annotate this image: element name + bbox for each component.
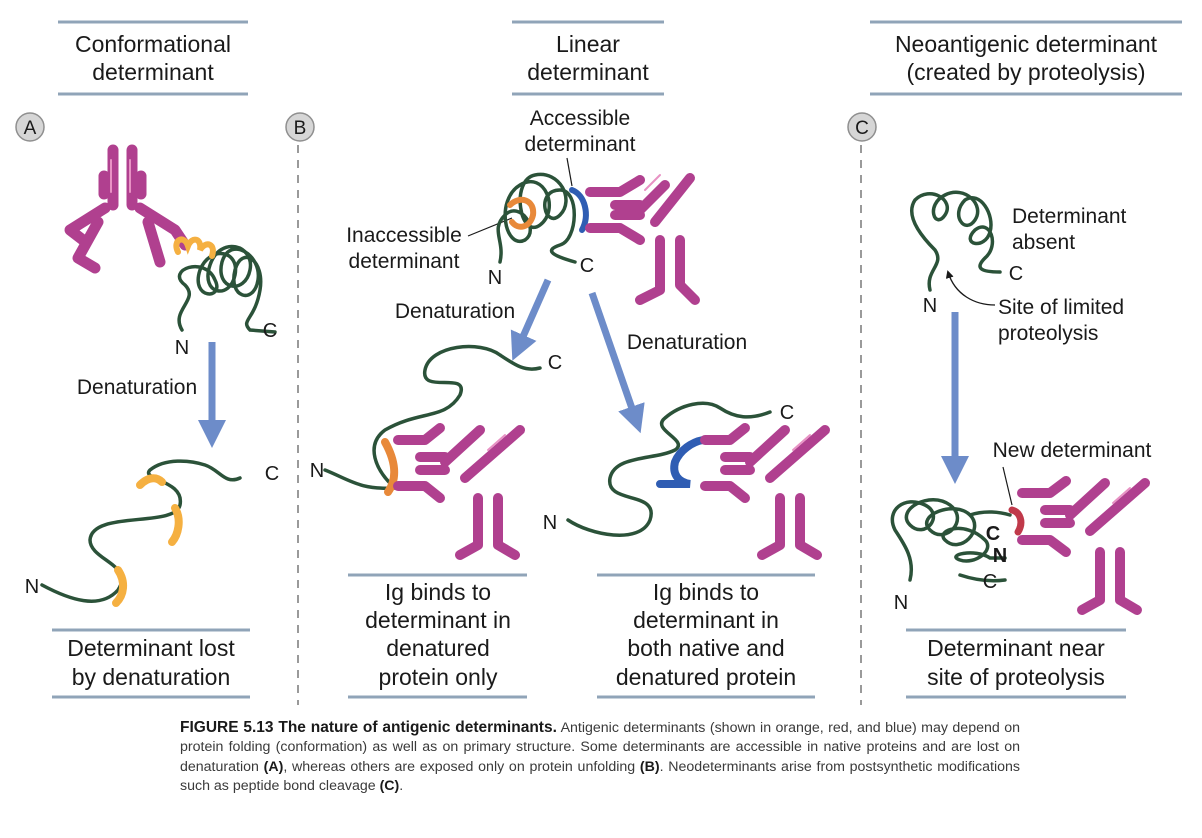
native-protein-c [910, 190, 1002, 292]
antibody [64, 144, 191, 274]
panel-c-badge-letter: C [855, 118, 869, 139]
panel-a-result-line2: by denaturation [72, 664, 231, 690]
panel-b-title-line1: Linear [556, 31, 620, 57]
right-arrow-label: Denaturation [627, 331, 747, 354]
lower-c-terminus: C [983, 571, 997, 593]
figure-caption: FIGURE 5.13 The nature of antigenic dete… [180, 718, 1020, 797]
native-n-terminus: N [488, 267, 502, 289]
panel-b-badge-letter: B [294, 118, 307, 139]
antibody-native [585, 173, 700, 305]
denatured-n-terminus: N [25, 576, 39, 598]
site-label-line1: Site of limited [998, 296, 1124, 319]
right-n-terminus: N [543, 512, 557, 534]
caption-text-2: , whereas others are exposed only on pro… [283, 758, 640, 775]
panel-a-title-box: Conformational determinant [58, 20, 248, 96]
left-result-line2: determinant in [365, 607, 511, 633]
right-result-line3: both native and [627, 635, 784, 661]
right-result-line4: denatured protein [616, 664, 796, 690]
right-denatured-chain [566, 401, 772, 537]
panel-a: Conformational determinant A N C [15, 20, 279, 699]
panel-a-title-line1: Conformational [75, 31, 231, 57]
cleaved-protein [890, 498, 1025, 583]
cut-n-terminus: N [993, 545, 1007, 567]
lower-n-terminus: N [894, 592, 908, 614]
panel-c-result-line1: Determinant near [927, 635, 1105, 661]
left-result-line1: Ig binds to [385, 579, 491, 605]
panel-b-title-box: Linear determinant [512, 20, 664, 96]
panel-c-result-line2: site of proteolysis [927, 664, 1105, 690]
site-label-line2: proteolysis [998, 322, 1098, 345]
caption-lead: FIGURE 5.13 The nature of antigenic dete… [180, 719, 557, 736]
absent-label-line1: Determinant [1012, 205, 1127, 228]
panel-a-badge-letter: A [24, 118, 37, 139]
panel-c-title-box: Neoantigenic determinant (created by pro… [870, 20, 1182, 96]
inaccessible-label-line1: Inaccessible [346, 224, 462, 247]
accessible-label-line2: determinant [525, 133, 636, 156]
antibody-neo [1017, 476, 1150, 615]
panel-b-title-line2: determinant [527, 59, 649, 85]
denaturation-label: Denaturation [77, 376, 197, 399]
antibody-left [393, 423, 525, 560]
panel-b-badge: B [285, 112, 315, 142]
absent-label-line2: absent [1012, 231, 1075, 254]
native-n-terminus: N [175, 337, 189, 359]
caption-text-4: . [399, 778, 404, 795]
left-c-terminus: C [548, 352, 562, 374]
left-result-line4: protein only [379, 664, 498, 690]
panel-a-result-line1: Determinant lost [67, 635, 235, 661]
panel-b: Linear determinant B Accessible determin… [285, 20, 830, 699]
native-n-terminus: N [923, 295, 937, 317]
left-n-terminus: N [310, 460, 324, 482]
caption-ref-c: (C) [379, 778, 400, 795]
panel-c-title-line1: Neoantigenic determinant [895, 31, 1158, 57]
caption-ref-a: (A) [263, 758, 284, 775]
panel-a-result-box: Determinant lost by denaturation [52, 628, 250, 699]
new-determinant-pointer [1002, 466, 1013, 506]
panel-c: Neoantigenic determinant (created by pro… [847, 20, 1182, 699]
caption-ref-b: (B) [639, 758, 660, 775]
panel-a-badge: A [15, 112, 45, 142]
panel-c-result-box: Determinant near site of proteolysis [906, 628, 1126, 699]
left-arrow-label: Denaturation [395, 300, 515, 323]
panel-c-title-line2: (created by proteolysis) [906, 59, 1145, 85]
denaturation-arrow-left [510, 278, 552, 361]
accessible-pointer [566, 157, 573, 187]
caption-text-3: . Neodeterminants arise from postsynthet… [180, 758, 1020, 795]
accessible-label-line1: Accessible [530, 107, 630, 130]
native-c-terminus: C [580, 255, 594, 277]
native-c-terminus: C [263, 320, 277, 342]
panel-c-badge: C [847, 112, 877, 142]
denatured-c-terminus: C [265, 463, 279, 485]
native-protein [496, 172, 589, 264]
denatured-chain [40, 459, 242, 607]
inaccessible-label-line2: determinant [349, 250, 460, 273]
cut-c-terminus: C [986, 523, 1000, 545]
left-result-line3: denatured [386, 635, 490, 661]
caption-text-1: Antigenic determinants (shown in orange,… [180, 720, 1020, 775]
native-c-terminus: C [1009, 263, 1023, 285]
panel-a-title-line2: determinant [92, 59, 214, 85]
panel-b-right-result-box: Ig binds to determinant in both native a… [597, 573, 815, 699]
panel-b-left-result-box: Ig binds to determinant in denatured pro… [348, 573, 527, 699]
right-result-line1: Ig binds to [653, 579, 759, 605]
new-determinant-label: New determinant [993, 439, 1152, 462]
folded-protein [173, 236, 277, 334]
denaturation-arrow-right [588, 291, 645, 434]
right-result-line2: determinant in [633, 607, 779, 633]
antibody-right [700, 423, 830, 560]
right-c-terminus: C [780, 402, 794, 424]
proteolysis-site-pointer [945, 270, 996, 306]
